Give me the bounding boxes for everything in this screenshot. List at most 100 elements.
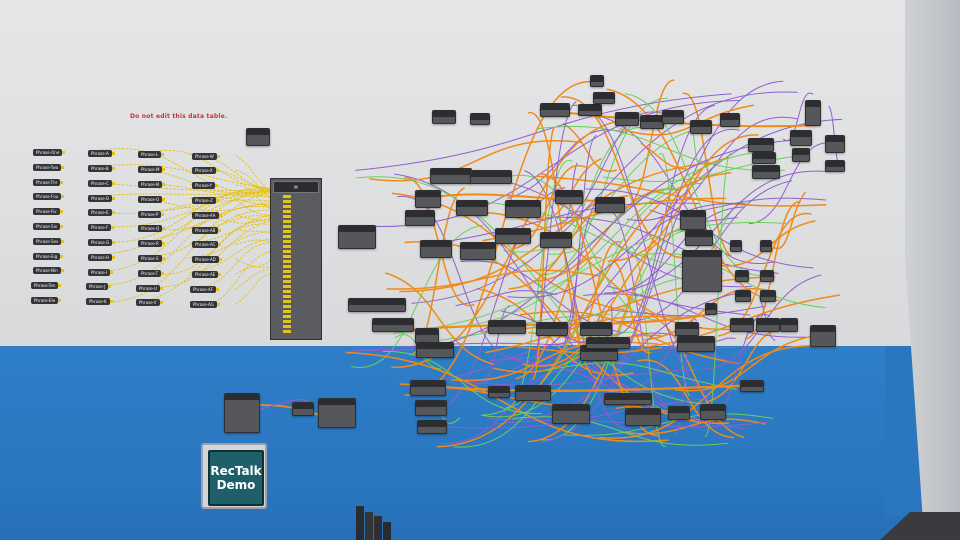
circuit-chip[interactable] (430, 168, 472, 184)
circuit-chip[interactable] (682, 250, 722, 292)
circuit-chip[interactable] (675, 322, 699, 336)
phrase-input-label[interactable]: Phrase-H (88, 253, 116, 261)
phrase-input-label[interactable]: Phrase-G (88, 239, 116, 246)
player-chip[interactable] (338, 225, 376, 249)
phrase-input-label[interactable]: Phrase-U (136, 284, 163, 292)
circuit-chip[interactable] (752, 165, 780, 179)
phrase-input-label[interactable]: Phrase-T (138, 269, 165, 277)
circuit-chip[interactable] (705, 303, 717, 315)
data-table-node[interactable]: ▤ (270, 178, 322, 340)
circuit-chip[interactable] (760, 290, 776, 302)
circuit-chip[interactable] (756, 318, 780, 332)
circuit-chip[interactable] (292, 402, 314, 416)
circuit-chip[interactable] (760, 240, 772, 252)
phrase-input-label[interactable]: Phrase-E (88, 209, 115, 217)
circuit-chip[interactable] (700, 404, 726, 420)
circuit-chip[interactable] (456, 200, 488, 216)
phrase-input-label[interactable]: Phrase-B (88, 165, 115, 172)
circuit-chip[interactable] (515, 385, 551, 401)
circuit-chip[interactable] (640, 115, 664, 129)
circuit-chip[interactable] (668, 406, 690, 420)
circuit-chip[interactable] (536, 322, 568, 336)
circuit-chip[interactable] (604, 393, 652, 405)
circuit-chip[interactable] (590, 75, 604, 87)
circuit-chip[interactable] (677, 336, 715, 352)
phrase-input-label[interactable]: Phrase-A (88, 150, 115, 158)
circuit-chip[interactable] (578, 104, 602, 116)
phrase-input-label[interactable]: Phrase-Z (192, 197, 219, 204)
circuit-chip[interactable] (410, 380, 446, 396)
phrase-input-label[interactable]: Phrase-K (86, 298, 113, 306)
circuit-chip[interactable] (730, 240, 742, 252)
circuit-chip[interactable] (417, 420, 447, 434)
circuit-chip[interactable] (540, 103, 570, 117)
circuit-chip[interactable] (735, 270, 749, 282)
circuit-chip[interactable] (662, 110, 684, 124)
circuit-chip[interactable] (552, 404, 590, 424)
circuit-chip[interactable] (792, 148, 810, 162)
phrase-input-label[interactable]: Phrase-One (33, 149, 66, 156)
circuit-chip[interactable] (735, 290, 751, 302)
circuit-chip[interactable] (505, 200, 541, 218)
circuit-chip[interactable] (825, 135, 845, 153)
circuit-chip[interactable] (740, 380, 764, 392)
circuit-chip[interactable] (586, 337, 630, 349)
circuit-chip[interactable] (415, 190, 441, 208)
phrase-input-label[interactable]: Phrase-W (192, 152, 220, 160)
circuit-chip[interactable] (372, 318, 414, 332)
phrase-input-label[interactable]: Phrase-AA (192, 211, 222, 219)
phrase-input-label[interactable]: Phrase-C (88, 179, 115, 187)
phrase-input-label[interactable]: Phrase-AF (190, 285, 219, 293)
circuit-chip[interactable] (488, 320, 526, 334)
circuit-chip[interactable] (580, 322, 612, 336)
circuit-chip[interactable] (348, 298, 406, 312)
circuit-chip[interactable] (460, 242, 496, 260)
circuit-chip[interactable] (780, 318, 798, 332)
phrase-input-label[interactable]: Phrase-Y (192, 182, 218, 190)
phrase-input-label[interactable]: Phrase-Nin (33, 267, 64, 275)
circuit-chip[interactable] (405, 210, 435, 226)
circuit-chip[interactable] (488, 386, 510, 398)
phrase-input-label[interactable]: Phrase-L (138, 151, 165, 159)
phrase-input-label[interactable]: Phrase-O (138, 195, 166, 203)
phrase-input-label[interactable]: Phrase-P (138, 210, 165, 218)
circuit-chip[interactable] (495, 228, 531, 244)
phrase-input-label[interactable]: Phrase-Q (138, 225, 166, 233)
circuit-chip[interactable] (752, 152, 776, 164)
circuit-chip[interactable] (790, 130, 812, 146)
phrase-input-label[interactable]: Phrase-AG (190, 300, 220, 308)
phrase-input-label[interactable]: Phrase-Sev (33, 237, 65, 245)
circuit-chip[interactable] (432, 110, 456, 124)
phrase-input-label[interactable]: Phrase-Eig (33, 252, 64, 260)
circuit-chip[interactable] (615, 112, 639, 126)
phrase-input-label[interactable]: Phrase-S (138, 255, 165, 262)
circuit-chip[interactable] (720, 113, 740, 127)
event-chip[interactable] (318, 398, 356, 428)
circuit-chip[interactable] (760, 270, 774, 282)
phrase-input-label[interactable]: Phrase-Fou (33, 193, 65, 201)
phrase-input-label[interactable]: Phrase-I (88, 268, 114, 276)
phrase-input-label[interactable]: Phrase-AC (192, 241, 222, 249)
phrase-input-label[interactable]: Phrase-M (138, 166, 167, 174)
phrase-input-label[interactable]: Phrase-AD (192, 256, 222, 264)
phrase-input-label[interactable]: Phrase-Six (33, 223, 64, 230)
phrase-input-label[interactable]: Phrase-J (86, 283, 112, 291)
circuit-chip[interactable] (825, 160, 845, 172)
phrase-input-label[interactable]: Phrase-D (88, 194, 116, 202)
circuit-chip[interactable] (470, 170, 512, 184)
phrase-input-label[interactable]: Phrase-Two (33, 163, 65, 171)
circuit-chip[interactable] (690, 120, 712, 134)
phrase-input-label[interactable]: Phrase-F (88, 224, 115, 232)
circuit-chip[interactable] (625, 408, 661, 426)
circuit-chip[interactable] (593, 92, 615, 104)
circuit-chip[interactable] (685, 230, 713, 246)
phrase-input-label[interactable]: Phrase-Fiv (33, 208, 63, 216)
circuit-chip[interactable] (246, 128, 270, 146)
circuit-chip[interactable] (470, 113, 490, 125)
circuit-chip[interactable] (420, 240, 452, 258)
phrase-input-label[interactable]: Phrase-N (138, 181, 166, 188)
circuit-chip[interactable] (595, 197, 625, 213)
phrase-input-label[interactable]: Phrase-AB (192, 226, 222, 234)
phrase-input-label[interactable]: Phrase-X (192, 167, 219, 175)
circuit-chip[interactable] (680, 210, 706, 230)
